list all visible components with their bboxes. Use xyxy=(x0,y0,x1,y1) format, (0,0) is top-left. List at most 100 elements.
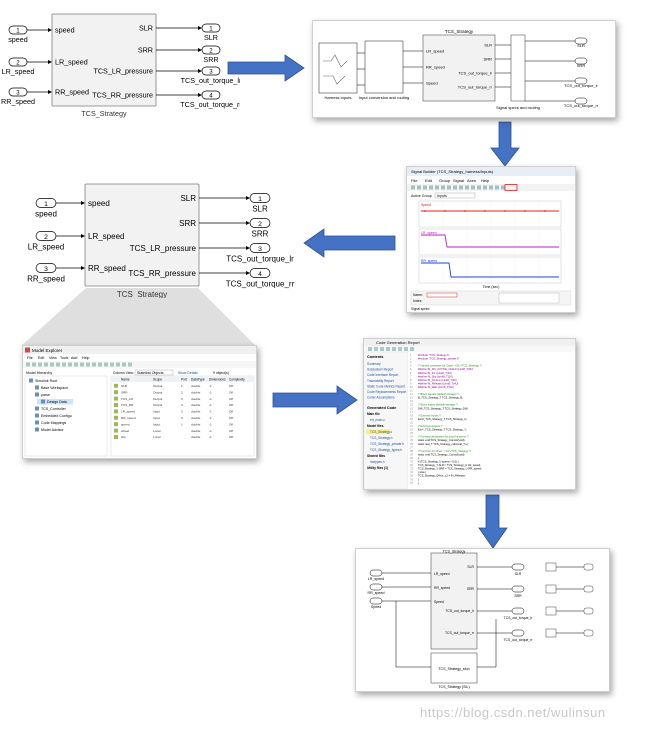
inport-number: 2 xyxy=(44,234,48,241)
row-icon xyxy=(114,428,118,433)
row-icon xyxy=(114,415,118,420)
toolbar-icon xyxy=(417,185,421,190)
menu-item: Signal xyxy=(453,178,464,183)
outport-name: SRR xyxy=(252,230,269,239)
outport-number: 3 xyxy=(258,246,262,253)
arrow-down-1 xyxy=(490,121,520,167)
table-cell: Local xyxy=(153,429,161,433)
sfun-block xyxy=(430,652,478,684)
outport-number: 2 xyxy=(209,48,213,55)
line-number: 21 xyxy=(410,424,413,428)
line-number: 1 xyxy=(410,353,412,357)
outport-number: 4 xyxy=(209,93,213,100)
line-number: 23 xyxy=(410,431,413,435)
line-number: 25 xyxy=(410,438,413,442)
outport-oval xyxy=(574,57,588,65)
toolbar-icon xyxy=(380,347,384,351)
outport-number: 2 xyxy=(258,221,262,228)
watermark: https://blog.csdn.net/wulinsun xyxy=(420,705,606,720)
show-details-link: Show Details xyxy=(178,371,198,375)
table-cell: Off xyxy=(229,384,233,388)
harness-inputs-label: Harness Inputs xyxy=(325,95,352,100)
toolbar-icon xyxy=(68,362,72,367)
toolbar-icon xyxy=(86,362,90,367)
table-cell: RR_speed xyxy=(121,416,136,420)
line-number: 15 xyxy=(410,403,413,407)
table-cell: LR_speed xyxy=(121,410,135,414)
center-block-title: TCS_Strategy xyxy=(443,550,466,554)
code-line: static real_T TCS_Strategy_calc(real_T u… xyxy=(418,442,469,446)
outport-oval xyxy=(511,629,525,637)
toolbar-icon xyxy=(62,362,66,367)
outport-name: TCS_out_torque_lr xyxy=(226,255,294,264)
column-header: Port xyxy=(181,378,187,382)
outport-number: 3 xyxy=(209,69,213,76)
signal-icon xyxy=(323,54,348,68)
tree-icon xyxy=(35,413,39,418)
outport-name: SLR xyxy=(252,205,268,214)
inport-name: LR_speed xyxy=(28,243,64,252)
toolbar-icon xyxy=(459,185,463,190)
center-in-port: RR_speed xyxy=(434,586,450,590)
scope-block xyxy=(545,584,557,594)
table-cell: 1 xyxy=(181,384,183,388)
highlight-box xyxy=(504,184,518,191)
menu-item: Help xyxy=(82,356,89,360)
inport-number: 1 xyxy=(16,28,20,35)
wire xyxy=(395,601,431,668)
tree-icon xyxy=(35,392,39,397)
outport-name: TCS_out_torque_rr xyxy=(180,100,240,109)
outport-oval xyxy=(201,23,221,33)
arrowhead xyxy=(246,196,250,200)
table-cell: -1 xyxy=(209,416,212,420)
table-cell: Off xyxy=(229,410,233,414)
table-cell: Input xyxy=(153,410,160,414)
code-line: DW_TCS_Strategy_T TCS_Strategy_DW; xyxy=(418,406,468,410)
title-bar xyxy=(364,339,575,346)
scope-block xyxy=(545,628,557,638)
toolbar-icon xyxy=(447,185,451,190)
toolbar-icon xyxy=(410,347,414,351)
arrowhead xyxy=(198,26,202,30)
code-line: TCS_Strategy_Y.SRR = TCS_Strategy_U.RR_s… xyxy=(418,467,482,471)
outport-label: SRR xyxy=(577,63,586,68)
table-cell: -1 xyxy=(209,429,212,433)
tree-icon xyxy=(41,399,45,404)
inport-label: LR_speed xyxy=(368,577,384,581)
center-out-port: SRR xyxy=(467,587,475,591)
table-cell: 1 xyxy=(181,422,183,426)
table-cell: -1 xyxy=(209,397,212,401)
nav-link: Static Code Metrics Report xyxy=(367,384,405,388)
line-number: 11 xyxy=(410,389,413,393)
code-line: #define IN_Wait ((uint8_T)5U) xyxy=(418,385,454,389)
arrowhead xyxy=(48,28,52,32)
footer-index-label: Index: xyxy=(413,299,422,303)
outport-oval xyxy=(511,585,525,593)
line-number: 8 xyxy=(410,378,412,382)
legend-box xyxy=(498,292,560,304)
trace-point xyxy=(444,210,446,212)
line-number: 16 xyxy=(410,406,413,410)
block-port-label: RR_speed xyxy=(55,88,89,97)
toolbar-icon xyxy=(32,362,36,367)
nav-link: Subsystem Report xyxy=(367,368,393,372)
tree-icon xyxy=(35,406,39,411)
arrowhead xyxy=(198,69,202,73)
outport-oval xyxy=(511,607,525,615)
line-number: 34 xyxy=(410,470,413,474)
row-icon xyxy=(114,409,118,414)
name-field xyxy=(426,292,458,298)
toolbar xyxy=(23,361,256,368)
line-number: 12 xyxy=(410,392,413,396)
block-port-label: LR_speed xyxy=(55,58,88,67)
inport-label: RR_speed xyxy=(368,591,385,595)
outport-oval xyxy=(574,37,588,45)
code-line: ExtU_TCS_Strategy_T TCS_Strategy_U; xyxy=(418,417,467,421)
line-number: 14 xyxy=(410,399,413,403)
signal-panel: LR_speed xyxy=(418,228,562,256)
block-port-label: TCS_RR_pressure xyxy=(128,269,196,278)
trace-point xyxy=(484,210,486,212)
toolbar-icon xyxy=(423,185,427,190)
center-out-port: TCS_out_torque_lr xyxy=(445,609,475,613)
